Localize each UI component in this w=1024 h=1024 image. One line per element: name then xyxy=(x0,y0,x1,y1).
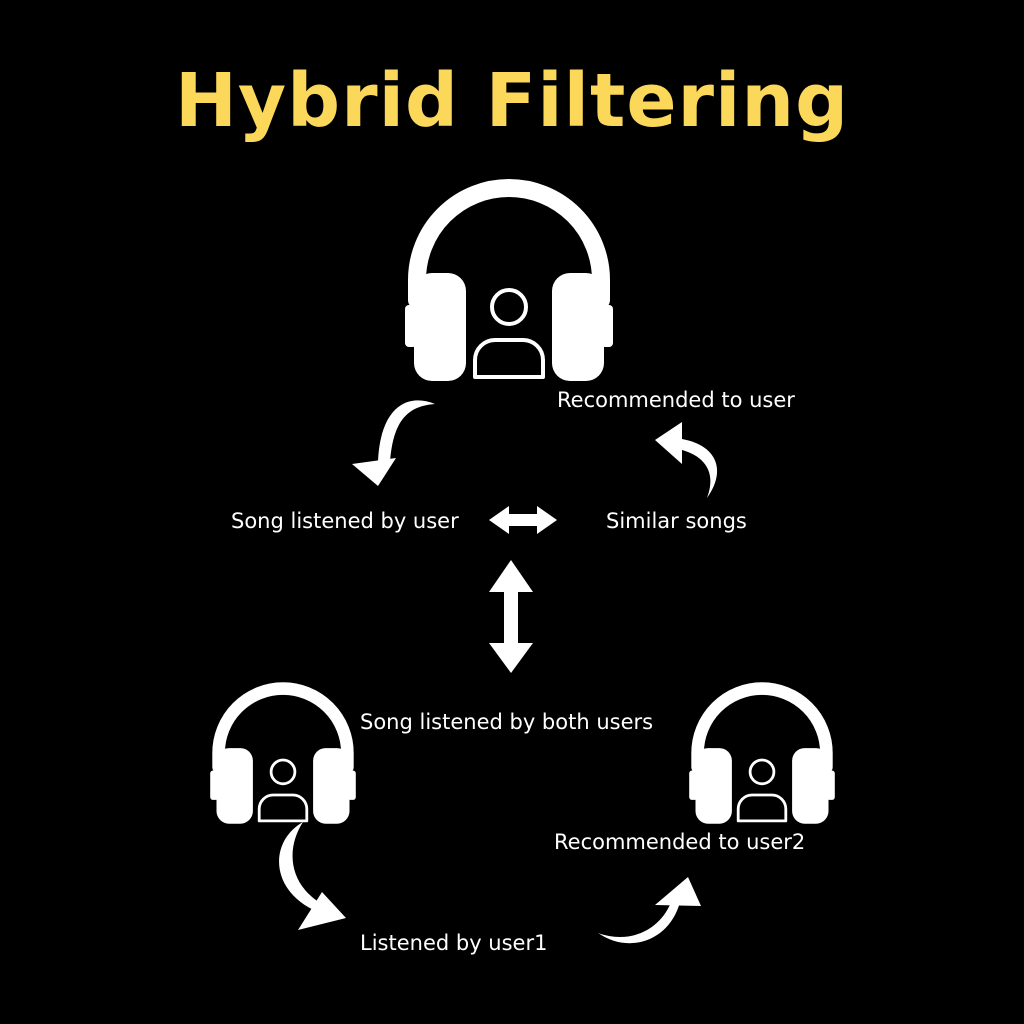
song-listened-by-user-label: Song listened by user xyxy=(231,509,459,533)
main-user-headphones-icon xyxy=(405,188,613,381)
curved-arrow-icon xyxy=(279,822,346,930)
user1-headphones-icon xyxy=(210,689,356,824)
similar-songs-label: Similar songs xyxy=(606,509,747,533)
listened-by-user1-label: Listened by user1 xyxy=(360,931,548,955)
page-title: Hybrid Filtering xyxy=(174,58,850,144)
user2-headphones-icon xyxy=(689,689,835,824)
curved-arrow-icon xyxy=(655,422,718,498)
curved-arrow-icon xyxy=(352,400,435,486)
vertical-double-arrow-icon xyxy=(489,560,533,673)
curved-arrow-icon xyxy=(598,877,701,944)
recommended-to-user2-label: Recommended to user2 xyxy=(554,830,806,854)
song-listened-by-both-users-label: Song listened by both users xyxy=(360,710,654,734)
horizontal-double-arrow-icon xyxy=(489,506,557,534)
recommended-to-user-label: Recommended to user xyxy=(557,388,795,412)
